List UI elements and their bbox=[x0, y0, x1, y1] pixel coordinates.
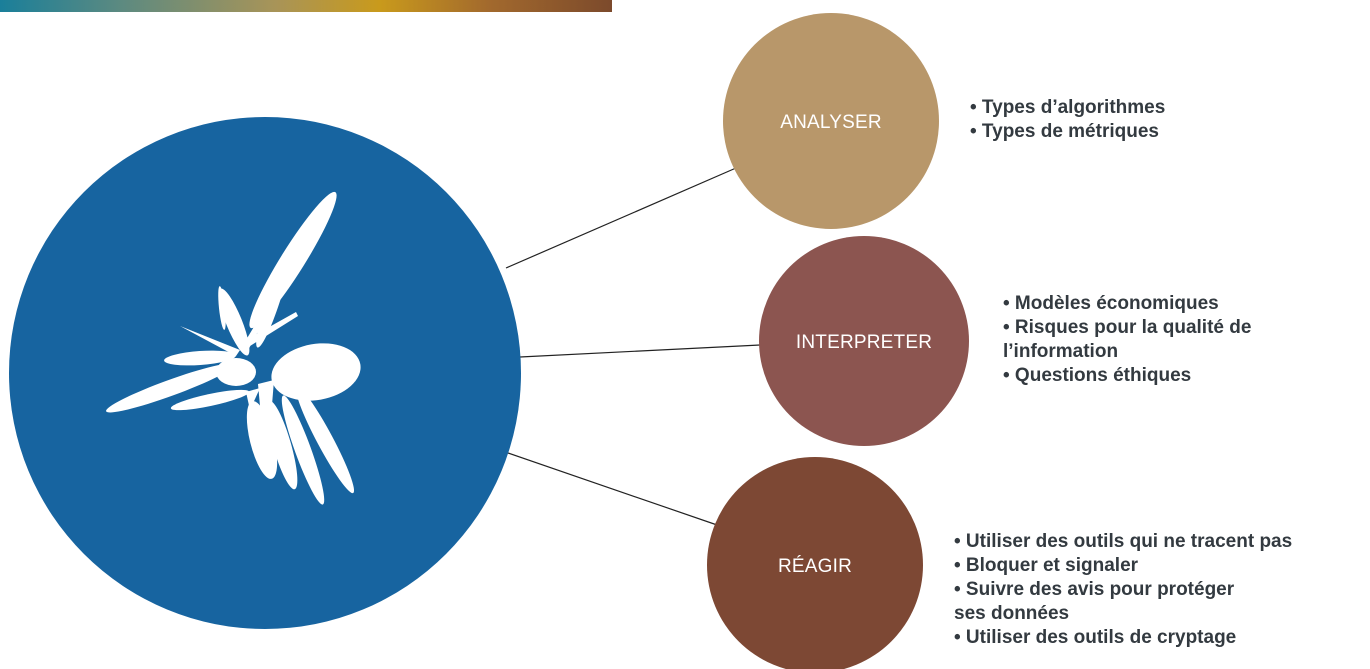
top-gradient-banner bbox=[0, 0, 612, 12]
node-circle-analyser bbox=[723, 13, 939, 229]
node-circle-reagir bbox=[707, 457, 923, 669]
bullet-item: • Types de métriques bbox=[970, 121, 1159, 142]
connector-analyser bbox=[505, 167, 737, 269]
bullet-list-analyser: • Types d’algorithmes • Types de métriqu… bbox=[970, 96, 1165, 144]
bullet-list-reagir: • Utiliser des outils qui ne tracent pas… bbox=[954, 530, 1292, 650]
node-label-reagir: RÉAGIR bbox=[778, 556, 852, 577]
bullet-item: • Bloquer et signaler bbox=[954, 555, 1139, 576]
bullet-item: • Suivre des avis pour protéger bbox=[954, 579, 1235, 600]
bullet-item: • Risques pour la qualité de bbox=[1003, 317, 1252, 338]
hub-circle bbox=[9, 117, 521, 629]
bullet-item: • Questions éthiques bbox=[1003, 365, 1192, 386]
connector-interpreter bbox=[519, 344, 761, 358]
bullet-item: • Utiliser des outils qui ne tracent pas bbox=[954, 531, 1293, 552]
connector-reagir bbox=[507, 452, 721, 527]
node-label-interpreter: INTERPRETER bbox=[796, 332, 932, 353]
bullet-item: l’information bbox=[1003, 341, 1119, 362]
bullet-item: ses données bbox=[954, 603, 1070, 624]
bullet-item: • Modèles économiques bbox=[1003, 293, 1219, 314]
node-circle-interpreter bbox=[759, 236, 969, 446]
node-label-analyser: ANALYSER bbox=[780, 112, 882, 133]
bullet-item: • Types d’algorithmes bbox=[970, 97, 1166, 118]
abstract-white-splash-icon bbox=[106, 191, 361, 505]
bullet-list-interpreter: • Modèles économiques • Risques pour la … bbox=[1003, 292, 1251, 388]
bullet-item: • Utiliser des outils de cryptage bbox=[954, 627, 1237, 648]
